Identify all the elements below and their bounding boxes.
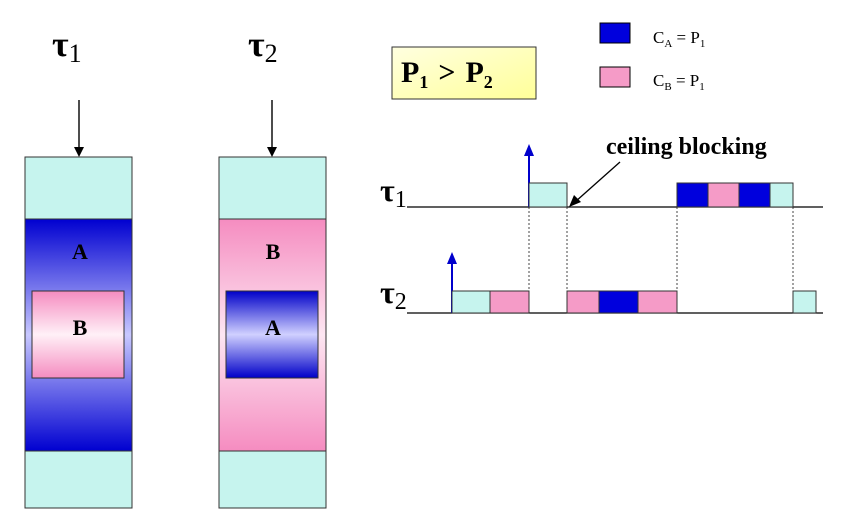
task1-section-b-label: B [73, 315, 88, 340]
task2-nested-section-a [225, 290, 319, 379]
task2-exec-slot [792, 290, 817, 314]
task2-exec-slot [451, 290, 491, 314]
annotation-pointer-arrow [574, 161, 621, 203]
task2-label: τ2 [248, 24, 278, 68]
task1-exec-slot [676, 182, 709, 208]
task1-section-a-label: A [72, 239, 88, 264]
task1-top-segment [24, 156, 133, 220]
task1-column: A B [24, 100, 133, 509]
task2-column: B A [218, 100, 327, 509]
priority-relation-box: P1>P2 [391, 46, 537, 100]
task2-exec-slot [566, 290, 600, 314]
legend-item-b: CB = P1 [599, 66, 705, 93]
task2-exec-slot [598, 290, 639, 314]
task2-exec-slot [489, 290, 530, 314]
task2-section-b-label: B [266, 239, 281, 264]
timeline-task1 [407, 144, 823, 208]
task1-nested-section-b [31, 290, 125, 379]
legend-item-a: CA = P1 [599, 22, 705, 50]
task1-exec-slot [738, 182, 771, 208]
legend-label-b: CB = P1 [653, 71, 705, 93]
task1-exec-slot [528, 182, 568, 208]
timeline-task2-label: τ2 [380, 274, 407, 315]
task2-section-a-label: A [265, 315, 281, 340]
legend-label-a: CA = P1 [653, 28, 705, 50]
legend: CA = P1 CB = P1 [599, 22, 705, 93]
task1-exec-slot [769, 182, 794, 208]
timeline-task2 [407, 252, 823, 314]
legend-swatch-b [599, 66, 631, 88]
task2-bottom-segment [218, 450, 327, 509]
task2-exec-slot [637, 290, 678, 314]
legend-swatch-a [599, 22, 631, 44]
task1-bottom-segment [24, 450, 133, 509]
task1-exec-slot [707, 182, 740, 208]
timeline-task1-label: τ1 [380, 172, 407, 213]
task2-top-segment [218, 156, 327, 220]
ceiling-blocking-annotation: ceiling blocking [606, 134, 767, 160]
priority-relation-text: P1>P2 [401, 56, 493, 92]
task1-label: τ1 [52, 24, 82, 68]
